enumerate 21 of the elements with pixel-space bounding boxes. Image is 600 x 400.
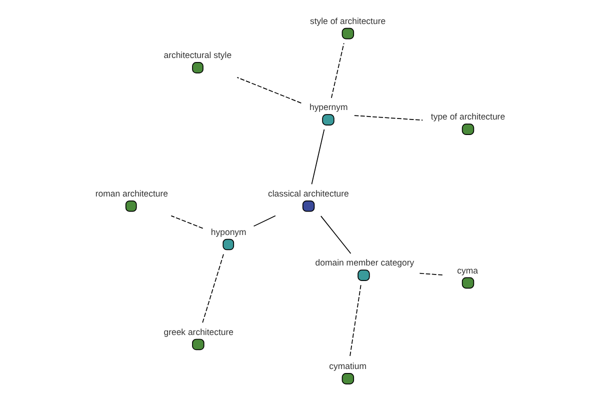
node-label: type of architecture (430, 112, 506, 122)
node-label: domain member category (315, 258, 414, 268)
node-label: greek architecture (164, 326, 234, 337)
node-label: architectural style (164, 50, 232, 60)
connector (202, 254, 224, 324)
connector (236, 76, 302, 104)
node-label: cyma (457, 265, 478, 276)
node-label: roman architecture (95, 188, 168, 199)
connector (349, 284, 362, 358)
connector (170, 215, 204, 229)
connector (320, 216, 352, 254)
node-label: hyponym (210, 226, 246, 237)
connector (354, 115, 424, 121)
connector (330, 42, 344, 98)
connector (253, 215, 276, 227)
connector (311, 129, 325, 185)
node-label: classical architecture (268, 188, 349, 199)
node-label: hypernym (309, 102, 348, 112)
node-label: cymatium (329, 361, 366, 372)
node-label: style of architecture (310, 16, 386, 26)
connector (419, 272, 444, 276)
